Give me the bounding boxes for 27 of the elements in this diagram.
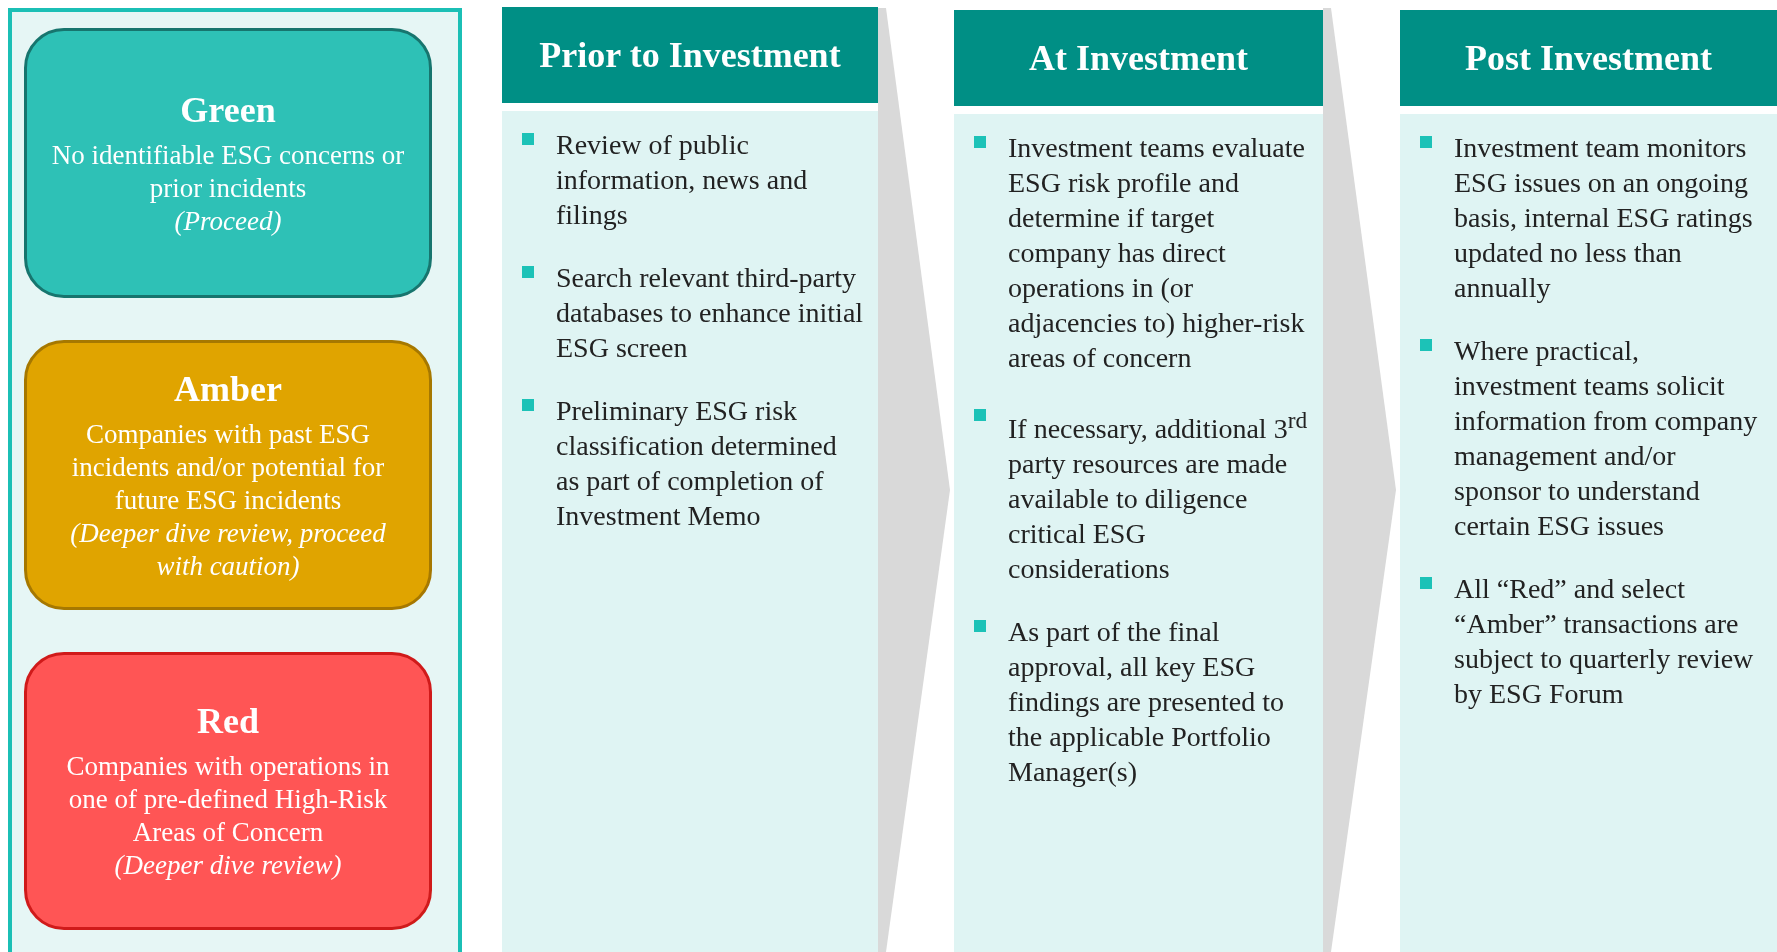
card-title: Amber	[174, 367, 282, 410]
bullet-text: Investment team monitors ESG issues on an ongoing basis, internal ESG ratings updated no less than annually	[1454, 131, 1754, 305]
card-title: Red	[197, 700, 259, 742]
card-description: Companies with past ESG incidents and/or potential for future ESG incidents	[70, 417, 386, 517]
bullet-text: If necessary, additional 3$^{rd}$ party resources are made available to diligence critical ESG considerations	[1008, 406, 1309, 587]
header-band: At Investment	[954, 10, 1323, 106]
bullet-text: Where practical, investment teams solicit information from company management and/or sponsor to understand certain ESG issues	[1454, 334, 1759, 543]
bullet-text: As part of the final approval, all key ESG findings are presented to the applicable Portfolio Manager(s)	[1008, 615, 1286, 790]
card-note: (Deeper dive review, proceed with caution)	[69, 516, 387, 583]
rating-card	[24, 652, 432, 930]
bullet-text: Preliminary ESG risk classification determined as part of completion of Investment Memo	[556, 394, 838, 533]
panel-frame	[8, 8, 462, 952]
header-band: Post Investment	[1400, 10, 1777, 106]
card-description: No identifiable ESG concerns or prior incidents	[50, 138, 406, 205]
card-description: Companies with operations in one of pre-defined High-Risk Areas of Concern	[65, 750, 391, 849]
card-title: Green	[180, 88, 276, 131]
card-note: (Proceed)	[174, 204, 282, 238]
card-note: (Deeper dive review)	[114, 849, 342, 882]
bullet-text: Review of public information, news and filings	[556, 128, 809, 232]
header-band: Prior to Investment	[502, 7, 878, 103]
chevron-arrow	[1323, 8, 1396, 952]
bullet-text: All “Red” and select “Amber” transactions are subject to quarterly review by ESG Forum	[1454, 572, 1755, 711]
rating-card	[24, 340, 432, 610]
chevron-arrow	[878, 8, 950, 952]
rating-card	[24, 28, 432, 298]
bullet-text: Investment teams evaluate ESG risk profile and determine if target company has direct operations in (or adjacencies to) higher-risk areas of concern	[1008, 131, 1306, 375]
bullet-text: Search relevant third-party databases to enhance initial ESG screen	[556, 261, 864, 365]
